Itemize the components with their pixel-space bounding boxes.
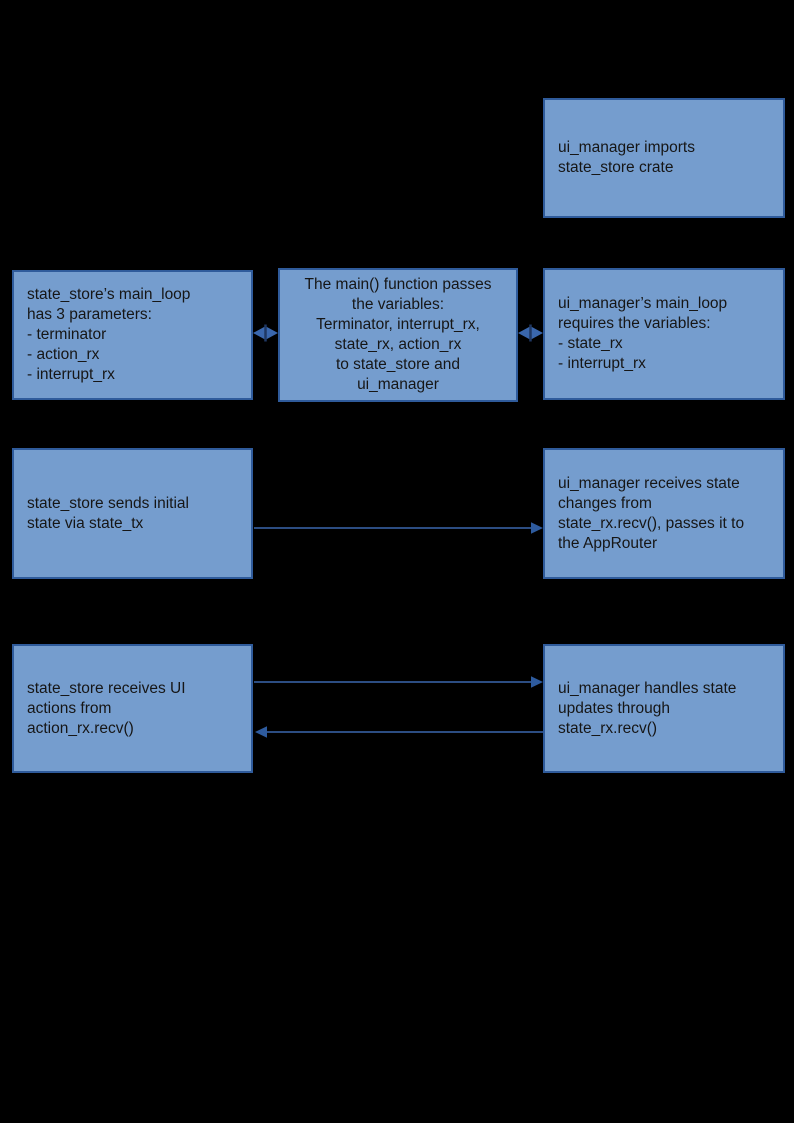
double-arrow-connector-right-icon [518,324,543,342]
node-ui-manager-requires: ui_manager’s main_loop requires the vari… [543,268,785,400]
node-ui-manager-handles-label: ui_manager handles state updates through… [558,679,737,737]
node-ui-manager-receives-label: ui_manager receives state changes from s… [558,474,745,552]
node-main-function-passes-label: The main() function passes the variables… [304,276,492,393]
node-state-store-params: state_store’s main_loop has 3 parameters… [12,270,253,400]
node-state-store-params-label: state_store’s main_loop has 3 parameters… [27,286,191,383]
node-state-store-sends-label: state_store sends initial state via stat… [27,494,189,532]
node-state-store-receives-label: state_store receives UI actions from act… [27,679,186,737]
arrow-action-send-icon [254,676,543,688]
node-ui-manager-receives: ui_manager receives state changes from s… [543,448,785,579]
node-ui-manager-imports-label: ui_manager imports state_store crate [558,139,695,176]
node-main-function-passes: The main() function passes the variables… [278,268,518,402]
double-arrow-connector-left-icon [253,324,278,342]
node-state-store-receives: state_store receives UI actions from act… [12,644,253,773]
node-ui-manager-handles: ui_manager handles state updates through… [543,644,785,773]
node-state-store-sends: state_store sends initial state via stat… [12,448,253,579]
arrow-state-tx-icon [254,522,543,534]
node-ui-manager-imports: ui_manager imports state_store crate [543,98,785,218]
node-ui-manager-requires-label: ui_manager’s main_loop requires the vari… [558,295,728,372]
arrow-action-return-icon [255,726,543,738]
